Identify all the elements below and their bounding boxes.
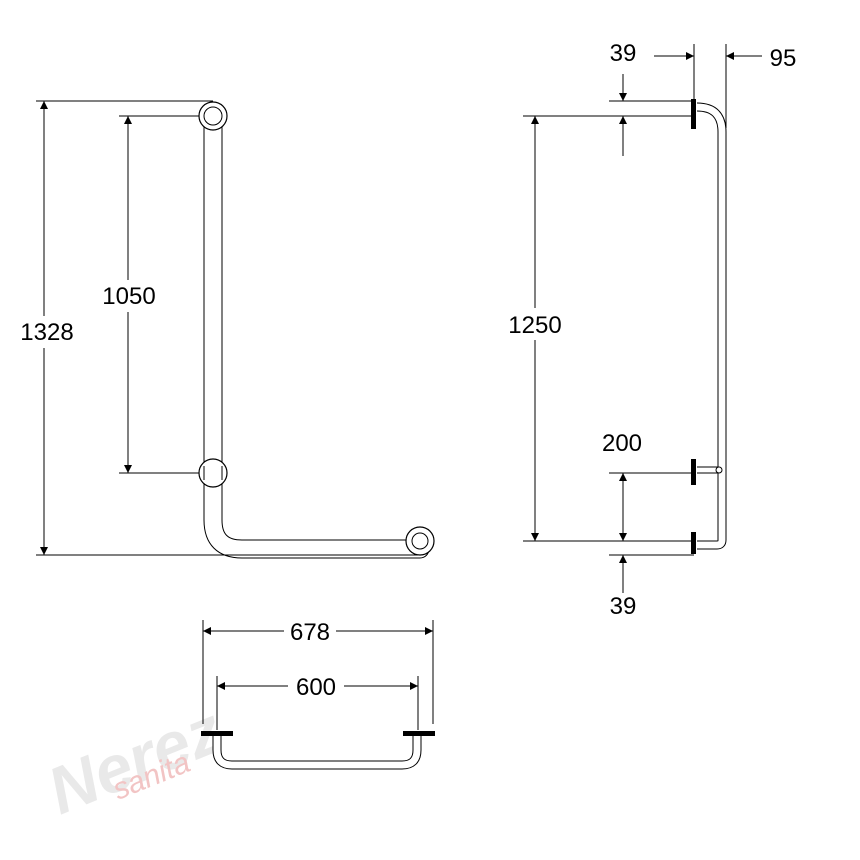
front-view-bar xyxy=(203,102,430,559)
side-view: 39 95 1250 200 39 xyxy=(508,40,796,620)
dim-top-offset: 39 xyxy=(523,40,694,156)
front-view: 1328 1050 xyxy=(20,100,435,559)
dim-overall-width-label: 678 xyxy=(290,619,330,646)
top-view: 678 600 xyxy=(201,619,435,770)
wall-rosette-middle xyxy=(198,458,228,488)
dim-top-offset-label: 39 xyxy=(610,40,637,67)
dim-lower-bracket-offset: 200 xyxy=(602,430,694,541)
wall-rosette-top xyxy=(198,101,228,131)
dim-bottom-offset: 39 xyxy=(609,554,694,620)
dim-bracket-spacing-label: 1050 xyxy=(102,283,155,310)
dim-side-height-label: 1250 xyxy=(508,312,561,339)
dim-total-height-label: 1328 xyxy=(20,319,73,346)
side-wall-flanges xyxy=(691,99,696,554)
wall-rosette-end xyxy=(405,526,435,556)
dim-overall-width: 678 xyxy=(202,619,434,724)
dim-bracket-spacing: 1050 xyxy=(102,115,199,474)
top-view-bar xyxy=(212,736,422,770)
dim-bottom-offset-label: 39 xyxy=(610,593,637,620)
dim-wall-projection-label: 95 xyxy=(770,45,797,72)
side-view-bar xyxy=(696,102,727,550)
dim-total-height: 1328 xyxy=(20,100,420,556)
dim-inner-width-label: 600 xyxy=(296,674,336,701)
dim-wall-projection: 95 xyxy=(654,44,796,128)
dim-inner-width: 600 xyxy=(216,674,419,730)
top-wall-flanges xyxy=(201,731,435,736)
dim-side-height: 1250 xyxy=(508,116,694,542)
dim-lower-bracket-offset-label: 200 xyxy=(602,430,642,457)
